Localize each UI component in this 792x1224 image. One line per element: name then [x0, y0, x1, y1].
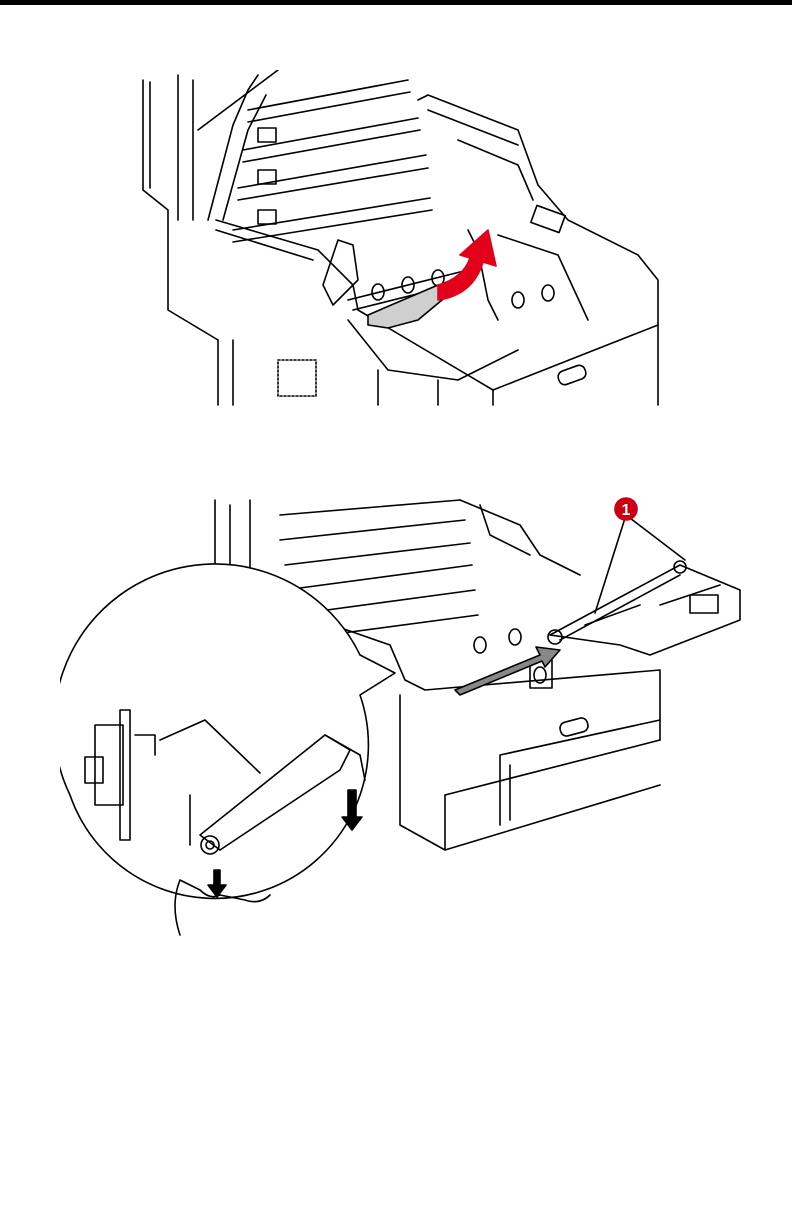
drum-stack: [233, 80, 432, 242]
belt-unit: [548, 561, 740, 655]
zoom-detail-circle: [60, 564, 395, 935]
printer-right-housing: [418, 95, 658, 405]
belt-unit-removal-illustration: 1: [60, 495, 760, 960]
callout-leader-right: [626, 515, 685, 560]
printer-logo-badge-2: [559, 717, 590, 738]
callout-badge: 1: [615, 498, 637, 520]
vent-grill: [278, 360, 316, 396]
red-direction-arrow: [438, 230, 496, 300]
svg-text:1: 1: [622, 502, 631, 519]
callout-leader-left: [595, 515, 626, 613]
printer-paper-jam-illustration: [138, 70, 666, 410]
printer-left-panel: [143, 80, 218, 405]
printer-logo-badge: [556, 364, 587, 387]
page-top-rule: [0, 0, 792, 5]
